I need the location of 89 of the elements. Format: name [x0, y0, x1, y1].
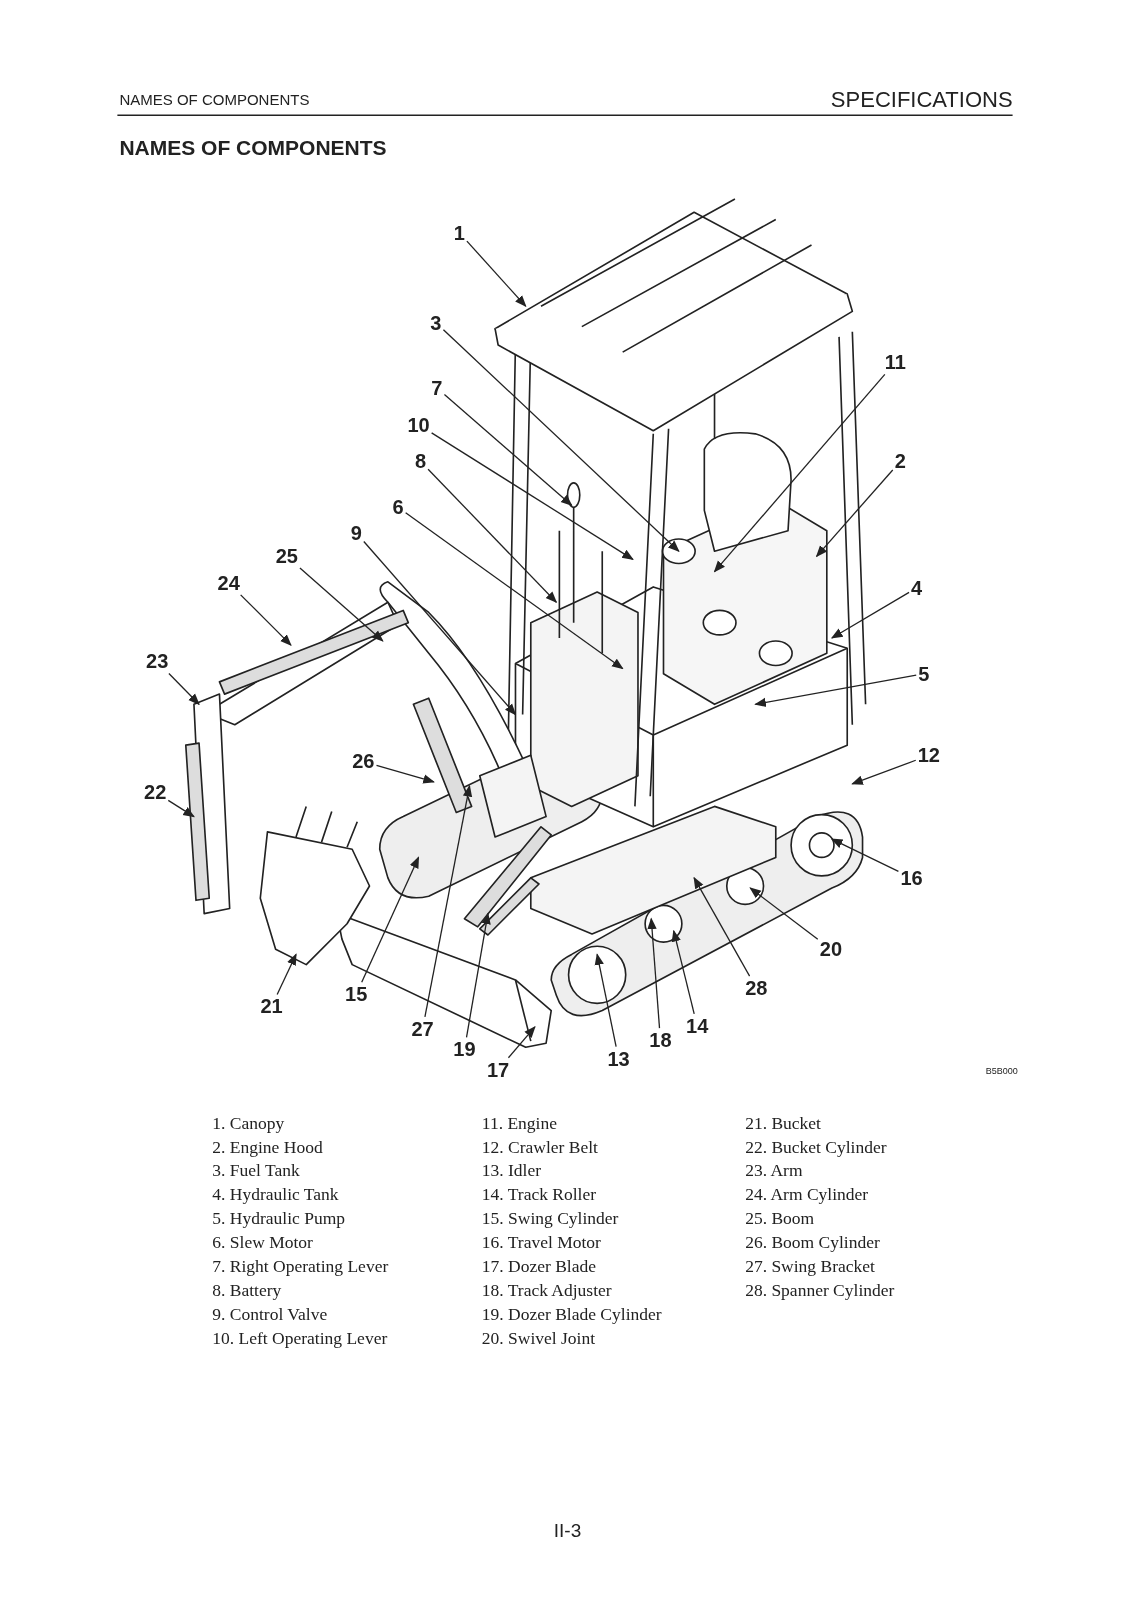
leader-line	[713, 373, 886, 573]
leader-line	[431, 432, 634, 561]
callout-number: 24	[217, 572, 240, 593]
leader-line	[363, 540, 517, 716]
callout-number: 19	[453, 1039, 476, 1060]
legend-entry: 20. Swivel Joint	[481, 1328, 596, 1348]
callout-number: 4	[911, 577, 923, 598]
legend-entry: 2. Engine Hood	[212, 1137, 323, 1157]
leader-line	[442, 329, 680, 552]
leader-line	[830, 838, 900, 873]
callout-number: 26	[352, 751, 375, 772]
legend-entry: 13. Idler	[481, 1161, 542, 1181]
callout-number: 2	[894, 451, 906, 472]
legend-entry: 4. Hydraulic Tank	[212, 1185, 339, 1205]
callout-number: 9	[350, 522, 362, 543]
leader-line	[427, 468, 558, 604]
callout-number: 3	[430, 312, 442, 333]
legend-entry: 27. Swing Bracket	[745, 1256, 875, 1277]
legend-entry: 28. Spanner Cylinder	[745, 1280, 895, 1301]
callout-number: 10	[407, 414, 430, 435]
callout-number: 23	[146, 651, 169, 672]
leader-line	[693, 876, 751, 977]
leader-line	[276, 953, 297, 996]
callout-number: 18	[649, 1030, 672, 1051]
header-text: NAMES OF COMPONENTS	[119, 91, 310, 109]
callout-number: 28	[745, 978, 768, 999]
leader-line	[594, 953, 617, 1048]
legend-entry: 6. Slew Motor	[212, 1233, 313, 1253]
callout-number: 25	[275, 546, 298, 567]
leader-line	[240, 594, 292, 646]
legend-entry: 18. Track Adjuster	[481, 1280, 612, 1301]
legend-entry: 7. Right Operating Lever	[212, 1256, 389, 1277]
leader-line	[466, 240, 527, 308]
callout-number: 20	[819, 939, 842, 960]
leader-line	[299, 567, 384, 642]
callout-number: 6	[392, 497, 404, 518]
legend-entry: 1. Canopy	[212, 1113, 285, 1133]
callout-number: 14	[686, 1015, 709, 1036]
leader-line	[465, 912, 491, 1038]
leader-line	[361, 856, 420, 983]
legend-entry: 5. Hydraulic Pump	[212, 1209, 345, 1229]
figure-code: B5B000	[985, 1066, 1018, 1077]
leader-line	[647, 917, 661, 1029]
callout-number: 13	[607, 1048, 630, 1069]
legend-entry: 21. Bucket	[745, 1113, 821, 1133]
leader-line	[671, 929, 695, 1015]
legend-entry: 16. Travel Motor	[481, 1233, 601, 1253]
callout-number: 12	[917, 745, 940, 766]
callout-number: 27	[411, 1018, 434, 1039]
legend-entry: 19. Dozer Blade Cylinder	[481, 1304, 662, 1324]
leader-line	[830, 591, 910, 639]
leader-line	[424, 784, 473, 1018]
leader-line	[168, 672, 200, 706]
callout-number: 17	[487, 1059, 510, 1080]
callout-number: 11	[884, 352, 906, 373]
callout-number: 8	[415, 451, 427, 472]
leader-line	[507, 1026, 536, 1059]
leader-line	[405, 512, 624, 670]
legend-entry: 8. Battery	[212, 1280, 282, 1301]
title: NAMES OF COMPONENTS	[119, 135, 387, 159]
legend-entry: 9. Control Valve	[212, 1304, 328, 1324]
legend-entry: 26. Boom Cylinder	[745, 1233, 880, 1253]
leader-line	[375, 764, 435, 784]
leader-line	[749, 887, 819, 940]
legend-entry: 11. Engine	[481, 1113, 557, 1133]
legend-entry: 25. Boom	[745, 1209, 815, 1229]
legend-entry: 3. Fuel Tank	[212, 1161, 300, 1181]
legend-entry: 15. Swing Cylinder	[481, 1209, 619, 1229]
legend-entry: 17. Dozer Blade	[481, 1256, 596, 1277]
legend-entry: 24. Arm Cylinder	[745, 1185, 869, 1205]
legend-entry: 23. Arm	[745, 1161, 803, 1181]
leader-line	[754, 674, 917, 708]
callout-number: 15	[345, 984, 368, 1005]
leader-line	[815, 469, 894, 558]
leader-line	[851, 759, 917, 785]
page-number: II-3	[553, 1520, 582, 1542]
legend-entry: 12. Crawler Belt	[481, 1137, 598, 1157]
callout-number: 21	[260, 996, 283, 1017]
callout-number: 16	[900, 867, 923, 888]
callout-number: 7	[431, 377, 443, 398]
legend-entry: 22. Bucket Cylinder	[745, 1137, 887, 1157]
legend-entry: 14. Track Roller	[481, 1185, 597, 1205]
legend-entry: 10. Left Operating Lever	[212, 1328, 388, 1348]
callout-number: 1	[453, 222, 465, 243]
header-text: SPECIFICATIONS	[830, 87, 1013, 112]
leader-line	[443, 393, 573, 507]
leader-line	[167, 799, 195, 818]
callout-number: 22	[144, 782, 167, 803]
callout-number: 5	[918, 663, 930, 684]
